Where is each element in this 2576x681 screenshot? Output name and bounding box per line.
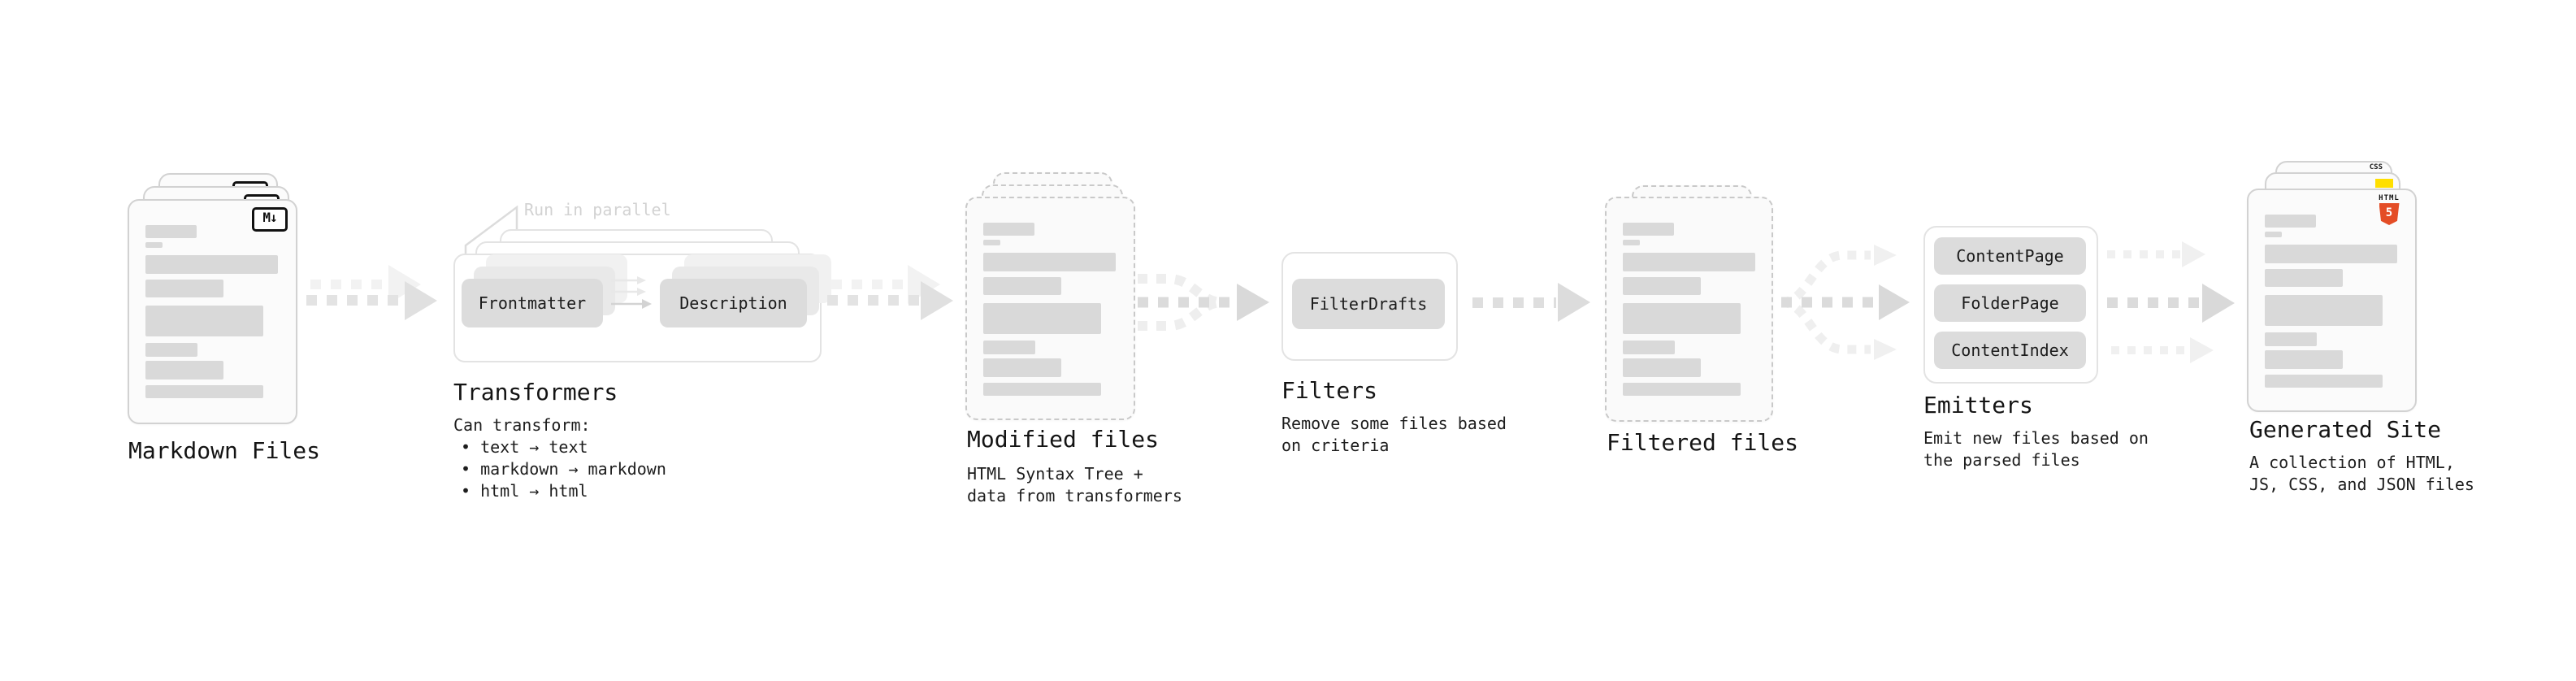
placeholder-bar [1623, 358, 1701, 377]
placeholder-bar [1623, 340, 1675, 354]
placeholder-bar [983, 240, 1000, 245]
arrowhead-bottom [2190, 337, 2214, 363]
generated-site-caption: A collection of HTML, JS, CSS, and JSON … [2249, 453, 2474, 494]
placeholder-bar [983, 303, 1101, 334]
bullet-item: • markdown → markdown [461, 459, 666, 479]
arrowhead [1558, 283, 1590, 322]
placeholder-bar [2265, 295, 2383, 326]
stage-label-modified-files: Modified files [967, 426, 1160, 453]
placeholder-bar [145, 242, 163, 248]
stage-label-transformers: Transformers [453, 379, 618, 406]
flow-arrow-modified-to-filters [1138, 274, 1269, 331]
modified-files-caption: HTML Syntax Tree + data from transformer… [967, 464, 1182, 505]
placeholder-bar [2265, 269, 2343, 287]
html5-icon-shield: 5 [2379, 203, 2400, 225]
stage-label-emitters: Emitters [1923, 392, 2033, 419]
placeholder-bar [2265, 215, 2316, 228]
dashed-arrow [1472, 297, 1556, 308]
dashed-arrow-middle [2107, 297, 2202, 308]
dashed-arrow [306, 295, 405, 306]
html5-icon: HTML 5 [2373, 194, 2405, 225]
placeholder-bar [983, 383, 1101, 396]
placeholder-bar [145, 361, 223, 380]
emitters-caption: Emit new files based on the parsed files [1923, 428, 2149, 470]
site-file-card-front: HTML 5 [2247, 189, 2417, 412]
placeholder-bar [145, 385, 263, 398]
transformers-bullet-list: • text → text • markdown → markdown • ht… [461, 436, 666, 502]
transformer-frontmatter: Frontmatter [462, 279, 603, 327]
placeholder-bar [983, 358, 1061, 377]
dashed-arrow [827, 295, 921, 306]
placeholder-bar [2265, 332, 2317, 346]
dashed-arrow-ghost [310, 280, 388, 289]
dashed-arrow-bottom [2111, 346, 2190, 354]
placeholder-bar [1623, 253, 1755, 271]
transformers-caption-title: Can transform: [453, 415, 591, 435]
modified-file-card-front [965, 197, 1135, 420]
placeholder-bar [1623, 240, 1640, 245]
placeholder-bar [145, 225, 197, 238]
emitter-contentindex: ContentIndex [1934, 332, 2086, 369]
filtered-file-card-front [1605, 197, 1773, 422]
markdown-file-card-front: M↓ [128, 199, 297, 424]
placeholder-bar [2265, 350, 2343, 369]
filters-caption: Remove some files based on criteria [1281, 414, 1507, 455]
emitter-contentpage: ContentPage [1934, 237, 2086, 275]
placeholder-bar [1623, 383, 1741, 396]
parallel-arrows-icon [611, 276, 652, 309]
javascript-icon [2375, 179, 2393, 188]
placeholder-bar [1623, 277, 1701, 295]
html5-icon-word: HTML [2379, 194, 2400, 202]
arrowhead-middle [2202, 284, 2235, 323]
transformer-description: Description [660, 279, 807, 327]
filter-filterdrafts: FilterDrafts [1292, 279, 1445, 329]
arrowhead [405, 281, 437, 320]
placeholder-bar [983, 253, 1116, 271]
placeholder-bar [145, 306, 263, 336]
dashed-arrow-top [2107, 250, 2182, 258]
placeholder-bar [1623, 303, 1741, 334]
bullet-item: • html → html [461, 481, 588, 501]
placeholder-bar [2265, 375, 2383, 388]
stage-label-generated-site: Generated Site [2249, 416, 2442, 443]
arrowhead-top [2182, 241, 2205, 267]
placeholder-bar [145, 343, 197, 357]
stage-label-filters: Filters [1281, 377, 1378, 404]
placeholder-bar [145, 280, 223, 297]
placeholder-bar [1623, 223, 1674, 236]
dashed-arrow-ghost [831, 280, 908, 289]
arrowhead [921, 281, 953, 320]
placeholder-bar [2265, 232, 2282, 237]
flow-arrow-filtered-to-emitters [1780, 245, 1910, 360]
placeholder-bar [2265, 245, 2397, 263]
placeholder-bar [983, 277, 1061, 295]
stage-label-markdown-files: Markdown Files [128, 437, 321, 464]
run-in-parallel-annotation: Run in parallel [524, 200, 671, 219]
placeholder-bar [983, 340, 1035, 354]
emitter-folderpage: FolderPage [1934, 284, 2086, 322]
placeholder-bar [983, 223, 1034, 236]
placeholder-bar [145, 255, 278, 274]
bullet-item: • text → text [461, 437, 588, 457]
stage-label-filtered-files: Filtered files [1607, 429, 1799, 456]
markdown-icon: M↓ [252, 207, 288, 232]
